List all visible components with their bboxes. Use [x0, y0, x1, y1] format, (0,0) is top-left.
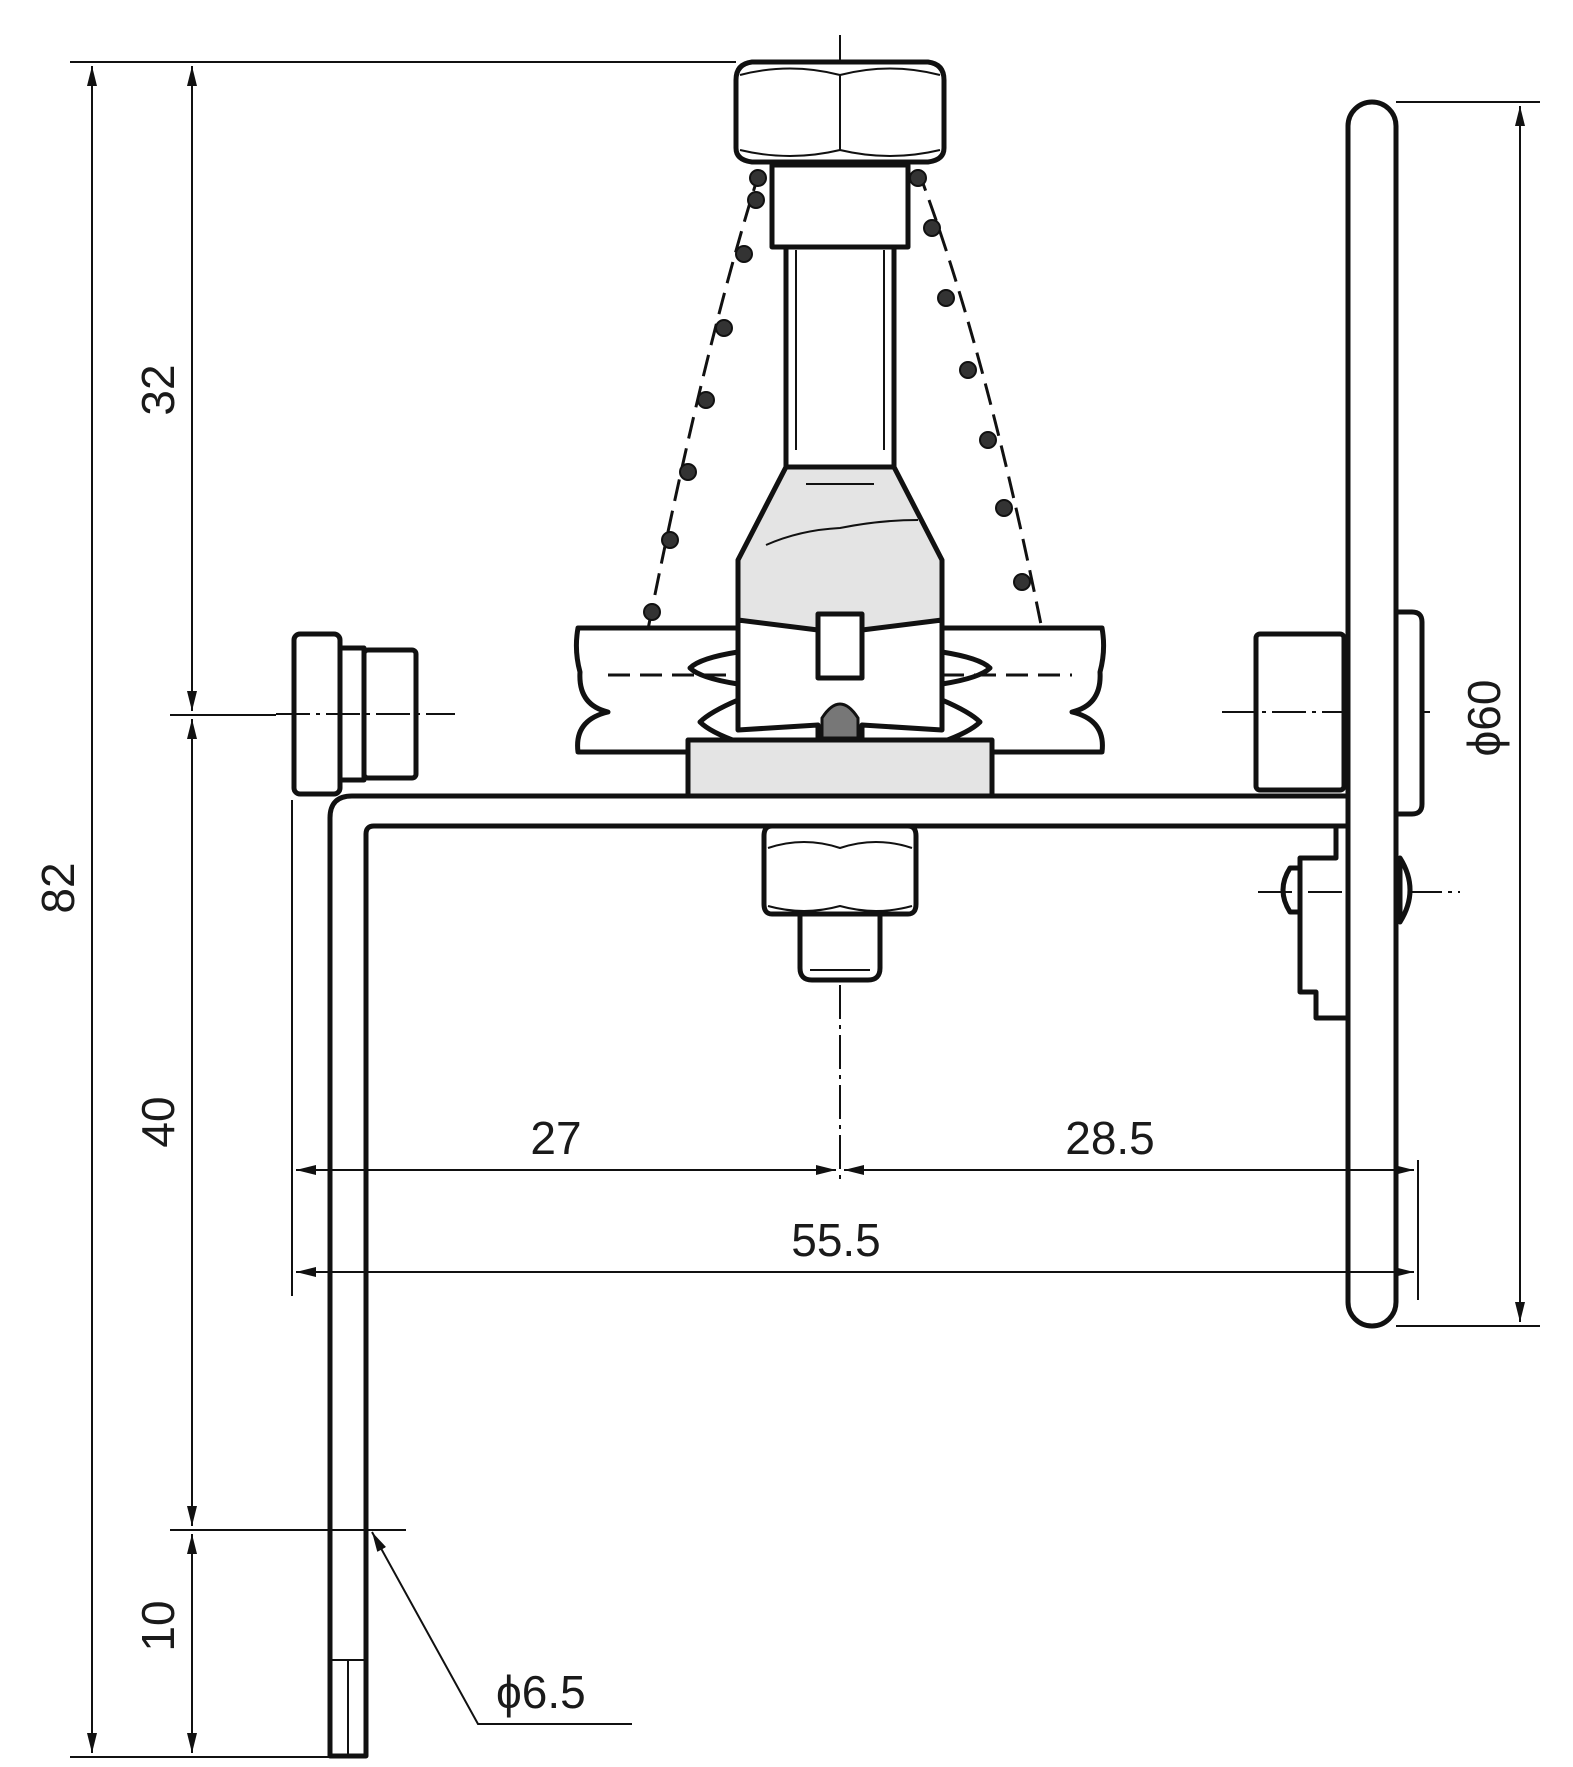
bottom-hex-nut [761, 823, 919, 983]
left-roller [276, 631, 455, 797]
top-hex-nut [733, 59, 947, 165]
dim-32-label: 32 [132, 364, 184, 415]
right-pulley [939, 625, 1107, 755]
ball-chain [627, 169, 1055, 681]
left-pulley [573, 625, 741, 755]
dim-40-label: 40 [132, 1096, 184, 1147]
slot-cross-section [820, 702, 860, 740]
dim-55-5-label: 55.5 [791, 1214, 881, 1266]
dim-27-label: 27 [530, 1112, 581, 1164]
nut-collar [769, 162, 911, 250]
center-hub [735, 611, 945, 743]
spindle-shaft [783, 244, 897, 470]
base-block [685, 737, 995, 799]
dim-28-5-label: 28.5 [1065, 1112, 1155, 1164]
dim-6-5-label: ϕ6.5 [496, 1666, 586, 1718]
leader-6-5 [371, 1531, 632, 1725]
dim-10-label: 10 [132, 1600, 184, 1651]
dim-60-label: ϕ60 [1458, 680, 1510, 757]
large-wheel [1345, 99, 1425, 1329]
dim-82-label: 82 [32, 862, 84, 913]
